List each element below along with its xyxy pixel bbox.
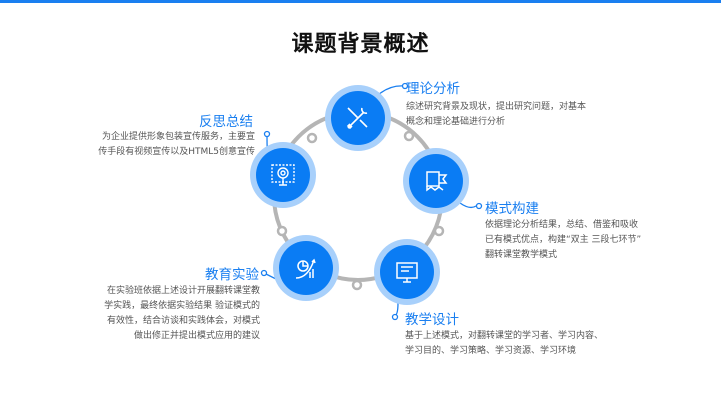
top-accent-bar (0, 0, 721, 3)
step-title: 反思总结 (199, 114, 253, 130)
tools-icon (346, 107, 368, 130)
monitor-icon (396, 262, 418, 283)
node-reflection (250, 142, 316, 208)
step-desc: 在实验班依据上述设计开展翻转课堂教学实践，最终依据实验结果 验证模式的有效性，结… (104, 286, 260, 341)
step-title: 教学设计 (405, 312, 459, 328)
step-title: 模式构建 (485, 201, 539, 217)
node-experiment (273, 235, 339, 301)
page-title: 课题背景概述 (291, 32, 430, 57)
node-theory (325, 85, 391, 151)
flag-icon (426, 171, 448, 192)
step-title: 教育实验 (205, 267, 259, 283)
target-icon (271, 164, 295, 186)
step-desc: 依据理论分析结果，总结、借鉴和吸收已有模式优点，构建“双主 三段七环节”翻转课堂… (485, 220, 642, 260)
node-model (403, 148, 469, 214)
step-desc: 综述研究背景及现状，提出研究问题，对基本概念和理论基础进行分析 (406, 102, 587, 127)
node-design (374, 239, 440, 305)
step-desc: 为企业提供形象包装宣传服务，主要宣传手段有视频宣传以及HTML5创意宣传 (98, 132, 255, 157)
step-desc: 基于上述模式，对翻转课堂的学习者、学习内容、学习目的、学习策略、学习资源、学习环… (405, 331, 604, 356)
step-title: 理论分析 (406, 81, 460, 97)
chart-icon (295, 258, 316, 279)
